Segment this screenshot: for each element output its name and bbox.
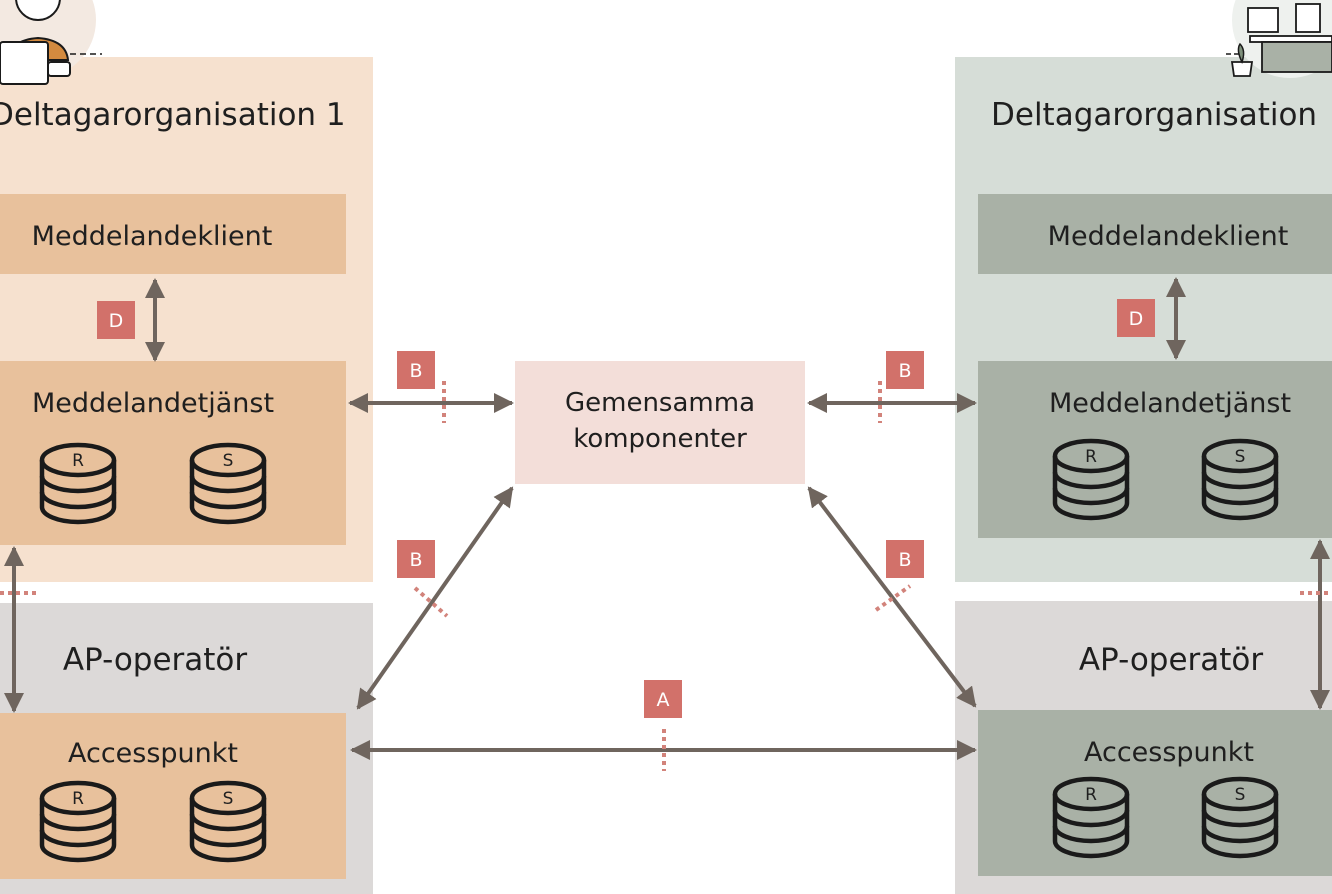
right-ap-db-s-database-icon: S bbox=[1201, 776, 1279, 859]
left-access-point-label: Accesspunkt bbox=[68, 738, 238, 769]
arrow-common-left-ap bbox=[356, 486, 514, 710]
left-ap-db-r-database-icon: R bbox=[39, 780, 117, 863]
svg-text:D: D bbox=[109, 310, 124, 332]
left-service-db-r-database-icon: R bbox=[39, 442, 117, 525]
left-client-box bbox=[0, 194, 346, 274]
svg-text:B: B bbox=[898, 360, 911, 382]
left-org-title: Deltagarorganisation 1 bbox=[0, 97, 346, 133]
database-label: S bbox=[1235, 447, 1246, 467]
arrow-common-right-ap bbox=[807, 486, 977, 708]
office-desk-icon bbox=[1226, 0, 1332, 78]
right-service-label: Meddelandetjänst bbox=[1049, 388, 1291, 419]
badge-d-right: D bbox=[1117, 299, 1155, 337]
interface-badges: D D B B B B A bbox=[97, 299, 1155, 718]
left-service-label: Meddelandetjänst bbox=[32, 388, 274, 419]
left-service-db-s-database-icon: S bbox=[189, 442, 267, 525]
database-label: R bbox=[72, 789, 84, 809]
left-service-box bbox=[0, 361, 346, 545]
badge-b-left-bottom: B bbox=[397, 540, 435, 578]
svg-text:B: B bbox=[409, 549, 422, 571]
badge-d-left: D bbox=[97, 301, 135, 339]
database-label: R bbox=[1085, 447, 1097, 467]
badge-b-left-top: B bbox=[397, 351, 435, 389]
right-client-label: Meddelandeklient bbox=[1048, 221, 1289, 252]
database-label: R bbox=[1085, 785, 1097, 805]
left-ap-title: AP-operatör bbox=[63, 642, 248, 678]
database-label: S bbox=[223, 451, 234, 471]
svg-text:A: A bbox=[657, 689, 670, 711]
person-at-laptop-icon bbox=[0, 0, 102, 85]
database-label: R bbox=[72, 451, 84, 471]
badge-b-right-bottom: B bbox=[886, 540, 924, 578]
common-components-box bbox=[515, 361, 805, 484]
right-ap-db-r-database-icon: R bbox=[1052, 776, 1130, 859]
arrows bbox=[4, 277, 1330, 760]
right-ap-title: AP-operatör bbox=[1079, 642, 1264, 678]
common-components-line1: Gemensamma bbox=[565, 388, 755, 418]
right-service-db-r-database-icon: R bbox=[1052, 438, 1130, 521]
right-service-db-s-database-icon: S bbox=[1201, 438, 1279, 521]
right-access-point-box bbox=[978, 710, 1332, 876]
left-access-point-box bbox=[0, 713, 346, 879]
left-ap-db-s-database-icon: S bbox=[189, 780, 267, 863]
left-client-label: Meddelandeklient bbox=[32, 221, 273, 252]
right-client-box bbox=[978, 194, 1332, 274]
svg-text:D: D bbox=[1129, 308, 1144, 330]
badge-a: A bbox=[644, 680, 682, 718]
right-org-title: Deltagarorganisation bbox=[991, 97, 1317, 133]
database-label: S bbox=[223, 789, 234, 809]
database-label: S bbox=[1235, 785, 1246, 805]
svg-text:B: B bbox=[898, 549, 911, 571]
svg-text:B: B bbox=[409, 360, 422, 382]
interface-marks bbox=[0, 381, 1332, 771]
common-components-line2: komponenter bbox=[573, 424, 747, 454]
right-access-point-label: Accesspunkt bbox=[1084, 737, 1254, 768]
badge-b-right-top: B bbox=[886, 351, 924, 389]
